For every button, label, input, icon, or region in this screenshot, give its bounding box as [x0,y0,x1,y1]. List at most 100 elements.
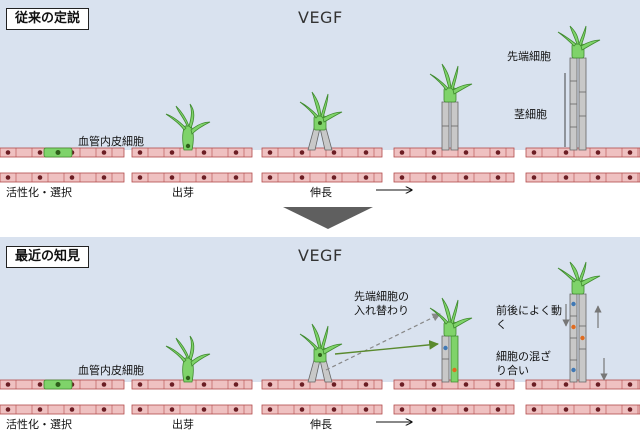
vessel-nucleus [495,150,501,155]
bottom-panel-tag: 最近の知見 [6,246,90,268]
bottom-sprout-stage4 [429,297,473,383]
vessel-nucleus [233,382,239,387]
vessel-nucleus [563,175,569,180]
top-panel-title: VEGF [298,8,343,27]
vessel-nucleus [201,382,207,387]
vessel-segment [393,404,515,415]
bottom-sprout-stage2 [165,335,211,383]
vessel-nucleus [101,175,107,180]
vessel-nucleus [233,150,239,155]
vessel-nucleus [363,407,369,412]
vessel-segment [525,404,640,415]
vessel-nucleus [627,382,633,387]
vessel-nucleus [169,175,175,180]
vessel-nucleus [399,150,405,155]
vessel-nucleus [595,175,601,180]
vessel-nucleus [399,407,405,412]
tip-swap-green-arrow [334,339,439,355]
vessel-nucleus [5,150,11,155]
top-sprout-stage2 [165,103,211,151]
vessel-nucleus [563,150,569,155]
top-label-stalk-cell: 茎細胞 [514,108,547,121]
vessel-nucleus [69,175,75,180]
vessel-nucleus [463,407,469,412]
vessel-nucleus [101,150,107,155]
vessel-nucleus [431,150,437,155]
vessel-nucleus [463,150,469,155]
vessel-nucleus [399,382,405,387]
vessel-nucleus [137,382,143,387]
vessel-nucleus [595,382,601,387]
vessel-nucleus [137,175,143,180]
bottom-label-move-2: く [496,318,507,331]
vessel-nucleus [5,407,11,412]
vessel-nucleus [299,407,305,412]
vessel-nucleus [267,382,273,387]
vessel-nucleus [431,407,437,412]
vessel-nucleus [431,382,437,387]
vessel-nucleus [5,175,11,180]
vessel-nucleus [363,175,369,180]
vessel-nucleus [531,150,537,155]
bottom-label-move-1: 前後によく動 [496,303,562,317]
top-activated-nucleus [55,150,61,155]
vessel-segment [393,172,515,183]
vessel-nucleus [463,382,469,387]
vessel-nucleus [299,382,305,387]
vessel-nucleus [627,407,633,412]
bottom-label-endothelial: 血管内皮細胞 [78,363,144,377]
vessel-nucleus [495,382,501,387]
vessel-nucleus [233,175,239,180]
vessel-nucleus [37,150,43,155]
vessel-nucleus [201,150,207,155]
bottom-stage-label-2: 出芽 [172,417,194,431]
top-stage-label-2: 出芽 [172,185,194,199]
top-label-endothelial: 血管内皮細胞 [78,134,144,148]
vessel-nucleus [431,175,437,180]
vessel-nucleus [69,407,75,412]
vessel-nucleus [331,175,337,180]
top-stage-label-1: 活性化・選択 [6,185,72,199]
vessel-nucleus [267,175,273,180]
vessel-nucleus [101,407,107,412]
vessel-nucleus [169,150,175,155]
vessel-nucleus [595,407,601,412]
bottom-sprout-stage3 [299,323,343,383]
vessel-nucleus [595,150,601,155]
vessel-nucleus [627,150,633,155]
vessel-segment [261,147,383,158]
bottom-label-mix-1: 細胞の混ざ [496,349,551,363]
vessel-nucleus [101,382,107,387]
vessel-segment [131,172,253,183]
vessel-segment [0,172,125,183]
vessel-segment [525,172,640,183]
vessel-nucleus [37,175,43,180]
transition-triangle [283,207,373,229]
bottom-sprout-stage5 [557,261,601,383]
vessel-segment [131,404,253,415]
vessel-nucleus [299,175,305,180]
tip-swap-dashed-arrow [325,313,441,371]
top-vessels [0,147,640,183]
vessel-nucleus [331,407,337,412]
bottom-label-tip-swap-2: 入れ替わり [354,303,409,317]
bottom-panel-title: VEGF [298,246,343,265]
top-label-tip-cell: 先端細胞 [507,50,551,63]
vessel-nucleus [495,175,501,180]
vessel-nucleus [37,382,43,387]
bottom-stage-label-1: 活性化・選択 [6,417,72,431]
vessel-nucleus [37,407,43,412]
top-panel-tag: 従来の定説 [6,8,90,30]
vessel-nucleus [463,175,469,180]
vessel-nucleus [331,150,337,155]
vessel-segment [261,404,383,415]
vessel-nucleus [201,407,207,412]
vessel-nucleus [495,407,501,412]
top-sprout-stage4 [429,63,473,151]
vessel-nucleus [169,382,175,387]
vessel-nucleus [137,407,143,412]
vessel-nucleus [137,150,143,155]
vessel-segment [261,172,383,183]
vessel-nucleus [563,382,569,387]
top-stage-label-3: 伸長 [310,186,332,199]
